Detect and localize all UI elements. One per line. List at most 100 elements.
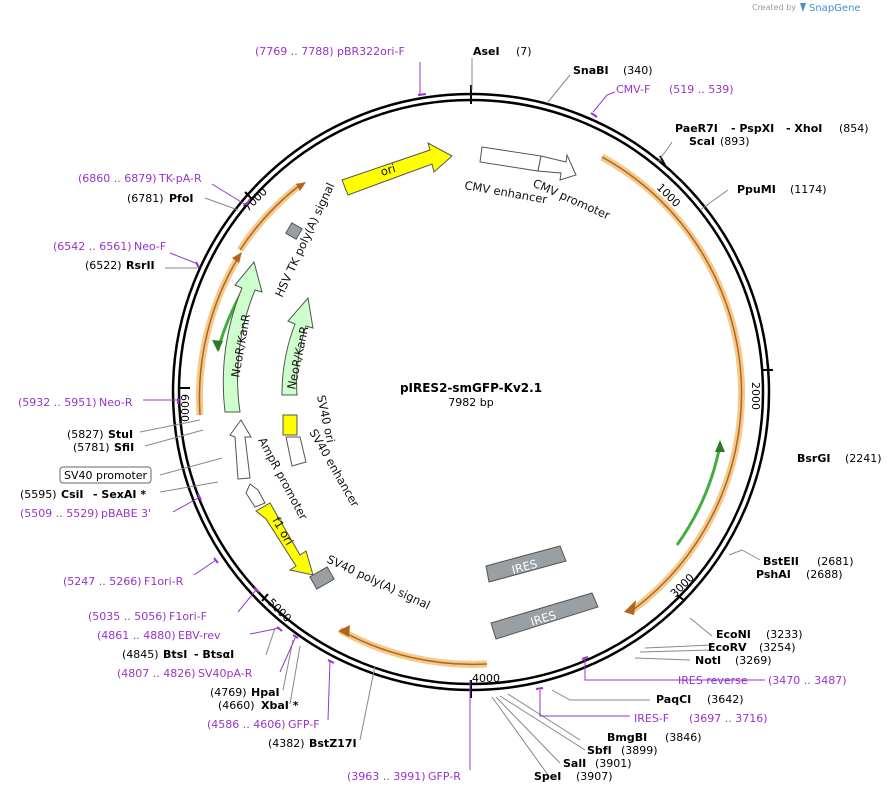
feature-ires-1[interactable]: [485, 545, 567, 583]
site-csii-pos: (5595): [20, 488, 57, 501]
site-btsi[interactable]: BtsI: [163, 648, 187, 661]
tick-4000: 4000: [472, 672, 500, 685]
feature-cmv-enhancer[interactable]: [479, 146, 542, 172]
site-xbai[interactable]: XbaI *: [261, 699, 299, 712]
site-bsteii[interactable]: BstEII: [763, 555, 799, 568]
site-btsi-pos: (4845): [122, 648, 159, 661]
tick-6000: 6000: [178, 394, 191, 422]
primer-f1ori-f[interactable]: F1ori-F: [169, 610, 207, 623]
primer-f1ori-f-pos: (5035 .. 5056): [88, 610, 167, 623]
site-sexai[interactable]: - SexAI *: [93, 488, 146, 501]
primer-f1ori-r[interactable]: F1ori-R: [144, 575, 184, 588]
primer-f1ori-r-pos: (5247 .. 5266): [63, 575, 142, 588]
feature-ampr-promoter[interactable]: [245, 483, 266, 508]
site-ecorv[interactable]: EcoRV: [708, 641, 747, 654]
site-sbfi[interactable]: SbfI: [587, 744, 612, 757]
primer-tk-pa-r-pos: (6860 .. 6879): [78, 172, 157, 185]
site-hpai[interactable]: HpaI: [251, 686, 280, 699]
site-stui[interactable]: StuI: [108, 428, 133, 441]
site-rsrii[interactable]: RsrII: [126, 259, 155, 272]
tick-2000: 2000: [749, 382, 762, 410]
site-econi[interactable]: EcoNI: [716, 628, 751, 641]
site-bsrgi[interactable]: BsrGI: [797, 452, 830, 465]
site-ppumi[interactable]: PpuMI: [737, 183, 776, 196]
primer-ires-reverse[interactable]: IRES reverse: [678, 674, 748, 687]
orf-arcs: [195, 153, 746, 668]
feature-sv40-polya[interactable]: [309, 566, 335, 590]
site-xbai-pos: (4660): [218, 699, 255, 712]
site-bstz17i-pos: (4382): [268, 737, 305, 750]
site-sfii[interactable]: SfiI: [114, 441, 134, 454]
site-ecorv-pos: (3254): [759, 641, 796, 654]
site-sali-pos: (3901): [595, 757, 632, 770]
feature-sv40-polya-label: SV40 poly(A) signal: [325, 552, 433, 612]
site-noti[interactable]: NotI: [695, 654, 721, 667]
primer-ires-reverse-pos: (3470 .. 3487): [768, 674, 847, 687]
primer-tk-pa-r[interactable]: TK-pA-R: [158, 172, 202, 185]
site-scai-pos: (893): [720, 135, 750, 148]
site-econi-pos: (3233): [766, 628, 803, 641]
site-scai[interactable]: ScaI: [689, 135, 715, 148]
site-paqci-pos: (3642): [707, 693, 744, 706]
primer-gfp-r[interactable]: GFP-R: [428, 770, 461, 783]
primer-ires-f[interactable]: IRES-F: [634, 712, 669, 725]
plasmid-length: 7982 bp: [448, 396, 493, 409]
site-spei[interactable]: SpeI: [534, 770, 561, 783]
feature-ires-1-label: IRES: [510, 557, 539, 577]
site-pshai[interactable]: PshAI: [756, 568, 791, 581]
orf-arrowheads: [212, 182, 725, 637]
primer-neo-r-pos: (5932 .. 5951): [18, 396, 97, 409]
site-paer7i[interactable]: PaeR7I: [675, 122, 718, 135]
site-sbfi-pos: (3899): [621, 744, 658, 757]
snapgene-logo-icon: [800, 3, 806, 12]
site-pspxi[interactable]: - PspXI: [731, 122, 774, 135]
feature-sv40-promoter[interactable]: [229, 419, 252, 480]
feature-ires-2[interactable]: [490, 592, 599, 640]
label-connectors: [139, 58, 761, 776]
primer-neo-r[interactable]: Neo-R: [99, 396, 133, 409]
site-pshai-pos: (2688): [806, 568, 843, 581]
feature-cmv-promoter[interactable]: [537, 153, 577, 181]
site-bsrgi-pos: (2241): [845, 452, 882, 465]
primer-gfp-f-pos: (4586 .. 4606): [207, 718, 286, 731]
site-btsai[interactable]: - BtsαI: [194, 648, 234, 661]
site-pfoi-pos: (6781): [127, 192, 164, 205]
feature-neor-outer[interactable]: [222, 260, 263, 413]
primer-pbabe[interactable]: pBABE 3': [101, 507, 151, 520]
site-sali[interactable]: SalI: [563, 757, 586, 770]
site-pfoi[interactable]: PfoI: [169, 192, 194, 205]
site-csii[interactable]: CsiI: [61, 488, 83, 501]
snapgene-brand: SnapGene: [809, 3, 861, 14]
credit-text: Created by: [752, 3, 796, 12]
site-spei-pos: (3907): [576, 770, 613, 783]
feature-neor-inner[interactable]: [281, 296, 314, 396]
primer-cmv-f[interactable]: CMV-F: [616, 83, 650, 96]
site-stui-pos: (5827): [67, 428, 104, 441]
primer-marks: [177, 93, 598, 690]
feature-hsv-tk-polya[interactable]: [285, 222, 303, 240]
site-rsrii-pos: (6522): [85, 259, 122, 272]
primer-neo-f[interactable]: Neo-F: [134, 240, 166, 253]
primer-connectors: [143, 62, 765, 770]
site-asei[interactable]: AseI: [473, 45, 500, 58]
site-asei-pos: (7): [516, 45, 532, 58]
site-paer7i-pos: (854): [839, 122, 869, 135]
site-xhoi[interactable]: - XhoI: [786, 122, 822, 135]
primer-sv40pa-r[interactable]: SV40pA-R: [198, 667, 253, 680]
primer-pbabe-pos: (5509 .. 5529): [20, 507, 99, 520]
primer-gfp-f[interactable]: GFP-F: [288, 718, 320, 731]
primer-pbr322ori-f[interactable]: pBR322ori-F: [337, 45, 405, 58]
sv40-promoter-box[interactable]: [59, 466, 152, 484]
site-ppumi-pos: (1174): [790, 183, 827, 196]
feature-ori-label: ori: [379, 161, 397, 179]
feature-sv40-enhancer[interactable]: [285, 436, 307, 467]
feature-sv40-ori[interactable]: [282, 414, 298, 436]
site-bsteii-pos: (2681): [817, 555, 854, 568]
primer-ebv-rev[interactable]: EBV-rev: [178, 629, 221, 642]
site-bmgbi[interactable]: BmgBI: [607, 731, 647, 744]
site-paqci[interactable]: PaqCI: [656, 693, 691, 706]
feature-ori[interactable]: [341, 141, 453, 196]
site-snabi[interactable]: SnaBI: [573, 64, 609, 77]
site-bstz17i[interactable]: BstZ17I: [309, 737, 357, 750]
